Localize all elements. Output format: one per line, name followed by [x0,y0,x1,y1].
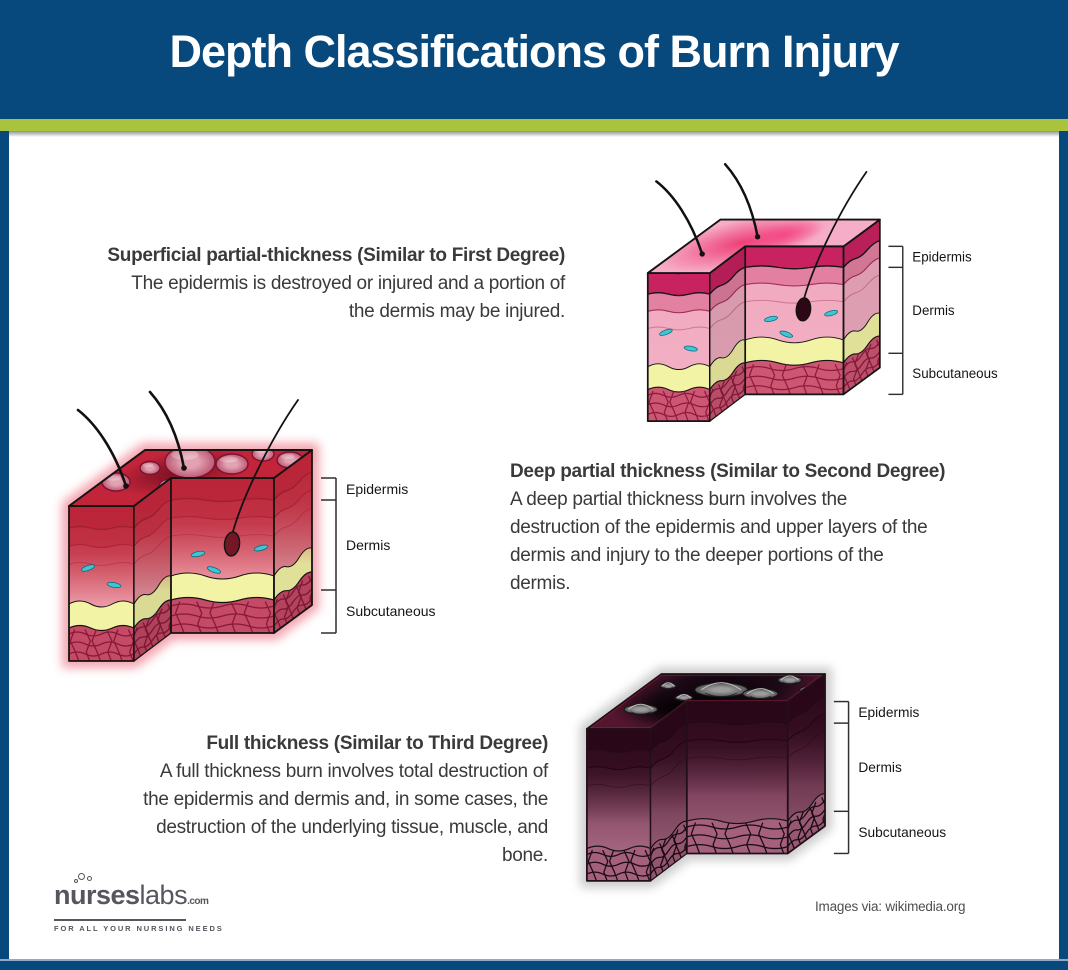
skin-layers-face [586,729,651,881]
logo-brand-main: nurses [54,880,140,910]
skin-layers-face [787,674,826,854]
skin-layers-face [69,506,134,661]
blister [139,460,161,476]
blood-vessel [764,315,778,322]
logo-wordmark: nurseslabs.com [54,873,209,917]
header: Depth Classifications of Burn Injury [0,0,1068,119]
hair-strand [655,180,704,256]
frame-border-right [1059,131,1068,970]
charred-blister [694,682,749,698]
layer-label-dermis: Dermis [858,760,902,775]
skin-layers-face [843,219,880,395]
skin-block [646,162,881,422]
logo-brand-secondary: labs [139,880,188,910]
layer-label-dermis: Dermis [346,537,390,553]
logo-tagline: FOR ALL YOUR NURSING NEEDS [54,919,222,933]
skin-layers-face [171,478,274,633]
page-title: Depth Classifications of Burn Injury [169,26,899,77]
hair-follicle [795,297,812,322]
blood-vessel [683,345,698,352]
layer-bracket [888,245,904,396]
frame-border-left [0,131,9,970]
section-deep-partial-thickness: Deep partial thickness (Similar to Secon… [510,458,1040,598]
section-body-superficial: The epidermis is destroyed or injured an… [131,273,565,322]
blood-vessel [253,544,269,552]
nurseslabs-logo: nurseslabs.com FOR ALL YOUR NURSING NEED… [54,873,222,933]
hair-strand [723,162,759,239]
hair-strand [148,390,186,470]
header-accent-bar [0,119,1068,131]
blood-vessel [824,309,839,317]
section-body-full-thickness: A full thickness burn involves total des… [143,761,548,866]
skin-layers-face [745,246,844,395]
section-heading-full-thickness: Full thickness (Similar to Third Degree) [206,733,548,754]
layer-label-dermis: Dermis [912,303,955,318]
skin-layers-face [709,246,746,422]
section-heading-superficial: Superficial partial-thickness (Similar t… [107,245,565,266]
hair-follicle [223,531,241,557]
layer-label-epidermis: Epidermis [912,250,972,265]
logo-brand-tld: .com [187,896,209,907]
layer-label-epidermis: Epidermis [346,481,408,497]
hair-strand [802,170,868,302]
hair-strand [76,408,128,488]
skin-block [585,673,827,882]
skin-layers-face [686,701,788,854]
layer-label-subcutaneous: Subcutaneous [912,366,998,381]
blood-vessel [659,328,673,336]
blood-vessel [779,330,793,338]
blood-vessel [106,581,122,589]
blister [215,453,249,475]
blood-vessel [80,564,96,572]
section-heading-deep-partial: Deep partial thickness (Similar to Secon… [510,461,946,482]
section-body-deep-partial: A deep partial thickness burn involves t… [510,489,928,594]
frame-border-bottom [0,959,1068,970]
layer-label-epidermis: Epidermis [858,705,919,720]
layer-label-subcutaneous: Subcutaneous [858,825,946,840]
skin-layers-face [134,478,171,661]
layer-bracket [321,477,337,634]
skin-block [68,390,313,662]
accent-bar-shadow [0,131,1068,137]
blood-vessel [206,566,222,574]
blood-vessel [190,550,206,558]
skin-layers-face [274,450,312,633]
layer-label-subcutaneous: Subcutaneous [346,603,436,619]
hair-strand [231,399,299,536]
section-full-thickness: Full thickness (Similar to Third Degree)… [10,730,548,870]
charred-blister [742,688,779,700]
skin-layers-face [647,273,710,422]
layer-bracket [833,700,850,855]
charred-blister [623,703,659,715]
section-superficial-partial-thickness: Superficial partial-thickness (Similar t… [10,242,565,326]
image-credit: Images via: wikimedia.org [815,899,966,914]
skin-layers-face [650,701,687,881]
